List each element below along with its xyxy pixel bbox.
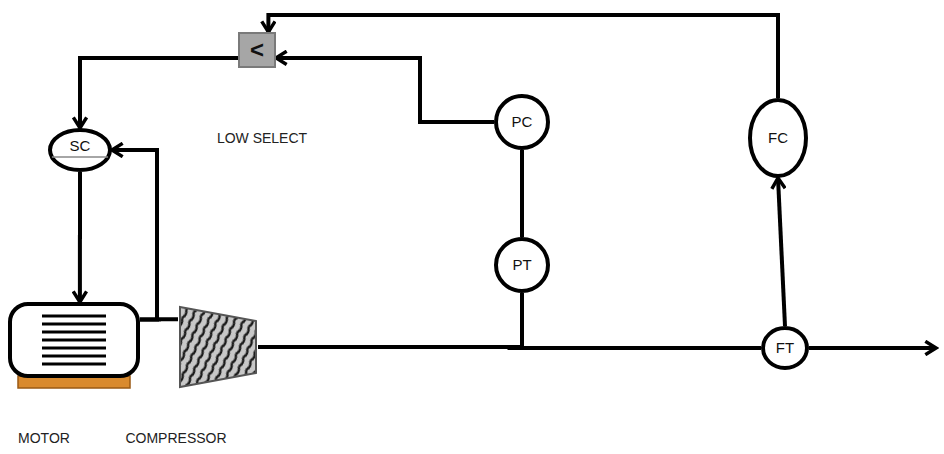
signal-line bbox=[520, 150, 524, 237]
low-select-block: <LOW SELECT bbox=[238, 32, 276, 68]
outlet-line bbox=[809, 346, 936, 350]
signal-line bbox=[140, 317, 178, 321]
speed-controller: SC bbox=[48, 128, 112, 172]
compressor-symbol-outline bbox=[178, 305, 258, 389]
node-text: PC bbox=[512, 114, 533, 131]
part-label: COMPRESSOR bbox=[125, 430, 226, 446]
pressure-transmitter: PT bbox=[494, 237, 550, 293]
part-label: MOTOR bbox=[18, 430, 70, 446]
signal-line bbox=[276, 58, 494, 122]
pressure-controller: PC bbox=[494, 94, 550, 150]
signal-line bbox=[78, 172, 82, 302]
flow-transmitter: FT bbox=[761, 326, 809, 370]
node-text: FT bbox=[776, 340, 794, 357]
signal-line bbox=[258, 293, 522, 347]
signal-line bbox=[112, 150, 157, 320]
node-text: FC bbox=[768, 130, 788, 147]
signal-line bbox=[80, 58, 238, 128]
motor-symbol-outline bbox=[8, 302, 140, 390]
node-text: PT bbox=[512, 257, 531, 274]
compressor-symbol: COMPRESSOR bbox=[178, 305, 258, 389]
flow-controller: FC bbox=[748, 98, 808, 178]
node-text: SC bbox=[70, 138, 91, 155]
node-text: < bbox=[250, 37, 264, 63]
part-label: LOW SELECT bbox=[217, 130, 307, 146]
motor-symbol: MOTOR bbox=[8, 302, 140, 390]
signal-line bbox=[778, 178, 785, 326]
